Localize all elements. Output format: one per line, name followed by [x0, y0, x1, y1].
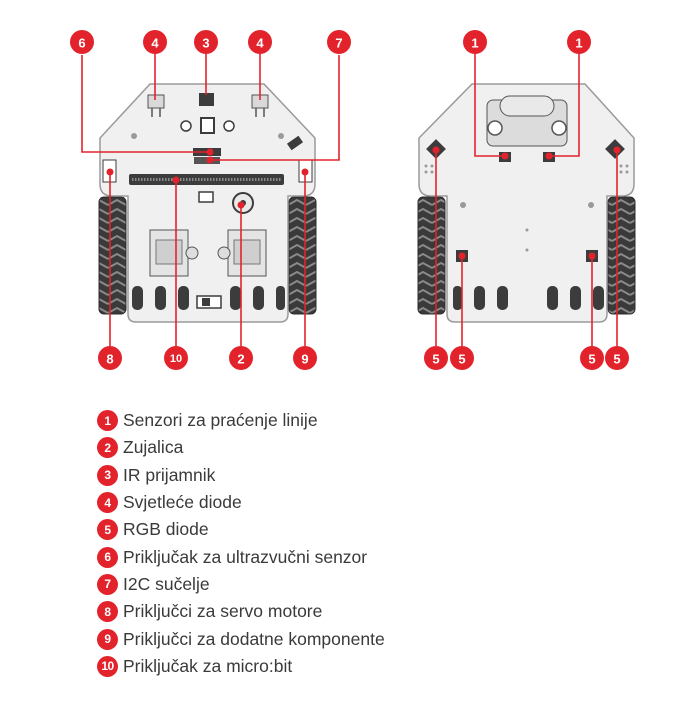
callout-1-left-label: 1: [471, 36, 478, 51]
callout-7: 7: [327, 30, 351, 54]
callout-4-left: 4: [143, 30, 167, 54]
front-chip: [200, 117, 215, 134]
legend-label: Senzori za praćenje linije: [123, 410, 318, 431]
callout-6-label: 6: [78, 36, 85, 51]
callout-6: 6: [70, 30, 94, 54]
callout-7-label: 7: [335, 36, 342, 51]
leader-lines: [81, 53, 618, 346]
legend-label: Priključak za ultrazvučni senzor: [123, 546, 368, 567]
back-view: [417, 83, 636, 323]
callout-4-left-label: 4: [151, 36, 159, 51]
callout-9-label: 9: [301, 352, 308, 367]
robot-board-diagram: 6 4 3 4 7 8 10 2 9 1 1 5 5 5 5: [70, 30, 636, 370]
motor-right: [217, 229, 267, 277]
callout-5-a: 5: [424, 346, 448, 370]
legend-number: 3: [97, 464, 118, 486]
back-left-wheel: [417, 196, 446, 315]
front-led-left: [147, 94, 165, 117]
callout-1-left: 1: [463, 30, 487, 54]
legend-label: IR prijamnik: [123, 464, 216, 485]
callout-5-c: 5: [580, 346, 604, 370]
battery-holder: [486, 95, 568, 147]
legend-label: Priključak za micro:bit: [123, 655, 293, 676]
callout-5-a-label: 5: [432, 352, 439, 367]
motor-left: [149, 229, 199, 277]
callout-10: 10: [164, 346, 188, 370]
back-board-outline: [418, 83, 635, 323]
callout-10-label: 10: [170, 353, 182, 365]
legend-label: Zujalica: [123, 437, 184, 458]
legend-number: 7: [97, 573, 118, 595]
callout-5-b-label: 5: [458, 352, 465, 367]
callout-5-b: 5: [450, 346, 474, 370]
legend-label: Svjetleće diode: [123, 492, 242, 513]
callout-8: 8: [98, 346, 122, 370]
callout-5-d: 5: [605, 346, 629, 370]
front-left-wheel: [98, 196, 127, 315]
legend-number: 9: [97, 628, 118, 650]
front-right-wheel: [288, 196, 317, 315]
legend-label: Priključci za servo motore: [123, 601, 323, 622]
legend-number: 10: [97, 655, 118, 677]
legend-number: 1: [97, 410, 118, 432]
callout-1-right-label: 1: [575, 36, 582, 51]
legend-number: 2: [97, 437, 118, 459]
legend-number: 8: [97, 601, 118, 623]
callout-9: 9: [293, 346, 317, 370]
legend-number: 6: [97, 546, 118, 568]
legend-label: RGB diode: [123, 519, 209, 540]
callout-5-d-label: 5: [613, 352, 620, 367]
legend-label: Priključci za dodatne komponente: [123, 628, 385, 649]
callout-1-right: 1: [567, 30, 591, 54]
callout-2-label: 2: [237, 352, 244, 367]
legend-label: I2C sučelje: [123, 573, 210, 594]
callout-8-label: 8: [106, 352, 113, 367]
callout-4-right-label: 4: [256, 36, 264, 51]
ir-receiver: [199, 93, 214, 106]
callout-3-label: 3: [202, 36, 209, 51]
legend-number: 5: [97, 519, 118, 541]
callout-4-right: 4: [248, 30, 272, 54]
callout-3: 3: [194, 30, 218, 54]
callout-5-c-label: 5: [588, 352, 595, 367]
legend-number: 4: [97, 492, 118, 514]
front-view: [98, 83, 317, 323]
back-right-wheel: [607, 196, 636, 315]
microbit-slot: [129, 174, 284, 185]
callout-2: 2: [229, 346, 253, 370]
